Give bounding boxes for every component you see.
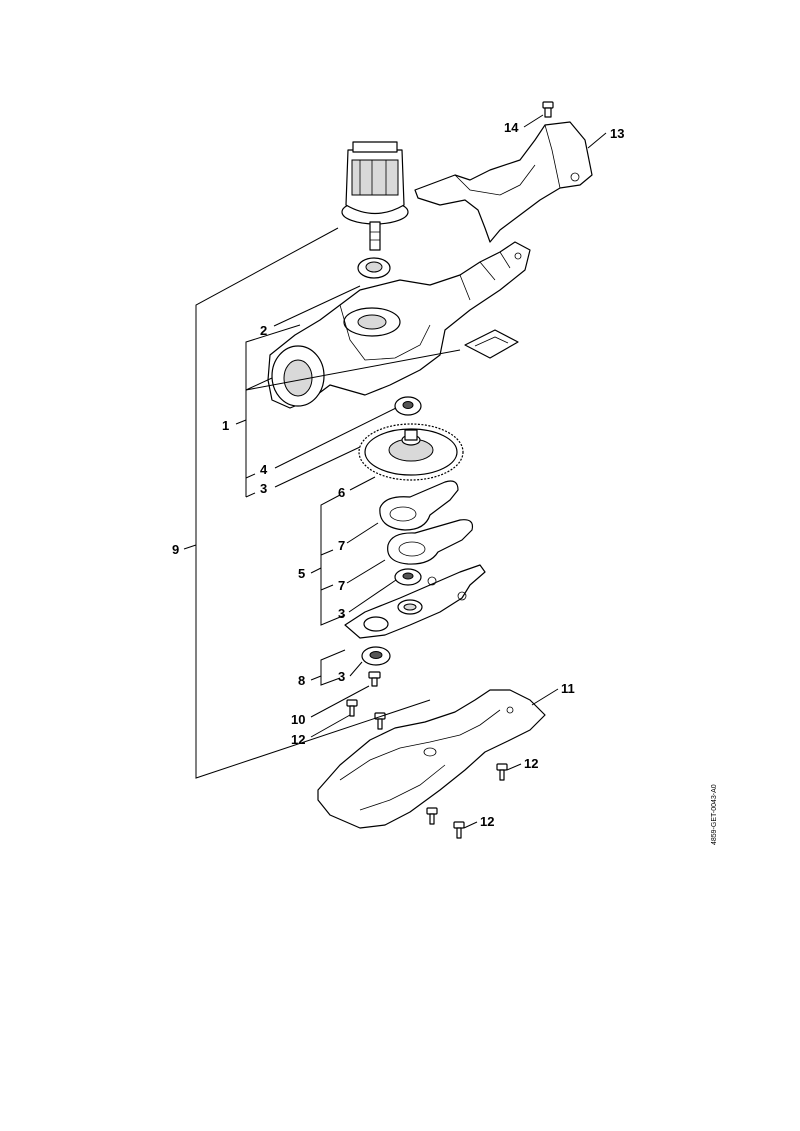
callout-14: 14 <box>504 120 519 135</box>
callout-labels: 14 13 2 1 4 3 6 7 7 5 3 8 3 9 10 12 11 1… <box>172 120 624 829</box>
callout-11: 11 <box>561 681 575 696</box>
part-bearing-4 <box>394 396 422 416</box>
leader-lines <box>183 114 607 829</box>
part-ring-bearing-upper <box>357 257 391 279</box>
part-screw-12-e <box>453 821 465 839</box>
callout-3-lower: 3 <box>338 669 345 684</box>
part-base-plate-8 <box>344 564 486 639</box>
part-screw-12-c <box>496 763 508 781</box>
part-gear-housing-1 <box>267 241 531 409</box>
part-handle-cover-13 <box>414 121 593 243</box>
callout-13: 13 <box>610 126 624 141</box>
callout-2: 2 <box>260 323 267 338</box>
diagram-code: 4859-GET-0043-A0 <box>711 784 718 845</box>
callout-12-right: 12 <box>524 756 538 771</box>
callout-1: 1 <box>222 418 229 433</box>
part-gear-wheel <box>358 423 464 481</box>
part-bottom-cover-11 <box>317 689 546 829</box>
part-bearing-3-mid <box>394 568 422 586</box>
callout-3-mid: 3 <box>338 606 345 621</box>
part-screw-12-a <box>346 699 358 717</box>
part-bolt-10 <box>368 671 381 687</box>
callout-12-left: 12 <box>291 732 305 747</box>
callout-3-top: 3 <box>260 481 267 496</box>
callout-7-upper: 7 <box>338 538 345 553</box>
callout-7-lower: 7 <box>338 578 345 593</box>
callout-10: 10 <box>291 712 305 727</box>
part-lever-plate-6 <box>379 480 459 531</box>
callout-12-bottom: 12 <box>480 814 494 829</box>
part-bearing-3-lower <box>361 646 391 666</box>
callout-6: 6 <box>338 485 345 500</box>
part-screw-14 <box>542 101 554 118</box>
part-motor <box>341 141 409 251</box>
callout-8: 8 <box>298 673 305 688</box>
callout-5: 5 <box>298 566 305 581</box>
callout-4: 4 <box>260 462 268 477</box>
part-gasket-plate <box>464 329 519 359</box>
part-spacer-plate-7 <box>387 519 474 565</box>
part-screw-12-d <box>426 807 438 825</box>
callout-9: 9 <box>172 542 179 557</box>
